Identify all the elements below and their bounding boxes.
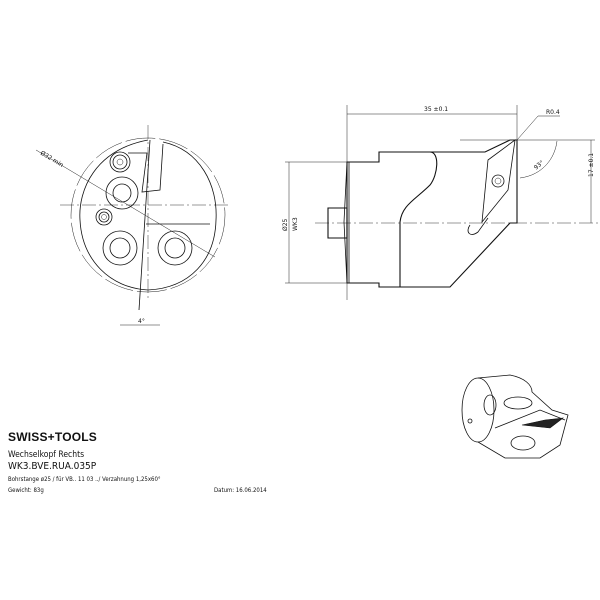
length-label: 35 ±0.1 [424,106,448,113]
drawing-date: Datum: 16.06.2014 [214,487,267,494]
brand-logo: SWISS+TOOLS [8,430,97,444]
side-view: 35 ±0.1 17 ±0.1 93° R0.4 Ø25 WK3 [282,105,600,300]
part-number: WK3.BVE.RUA.035P [8,461,97,472]
front-angle-label: 4° [138,318,145,325]
corner-radius-label: R0.4 [546,109,560,116]
shank-type-label: WK3 [292,217,299,231]
part-spec: Bohrstange ø25 / für VB.. 11 03 ../ Verz… [8,476,161,483]
isometric-view [461,374,569,459]
offset-label: 17 ±0.1 [588,153,595,177]
part-description: Wechselkopf Rechts [8,450,85,460]
approach-angle-label: 93° [533,159,546,171]
shank-diameter-label: Ø25 [282,218,289,231]
part-weight: Gewicht: 83g [8,487,44,494]
front-view: Ø32 min 4° [35,125,230,326]
front-diameter-label: Ø32 min [39,150,65,169]
